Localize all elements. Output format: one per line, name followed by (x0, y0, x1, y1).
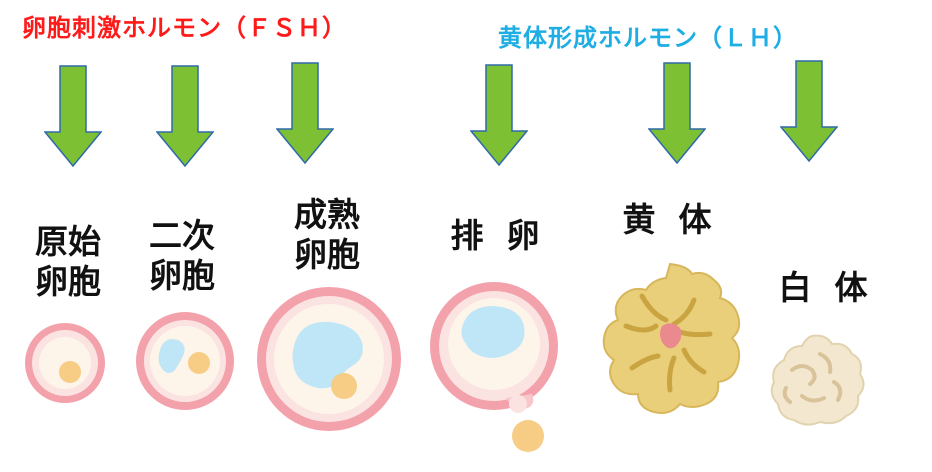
mature-follicle-illustration (257, 287, 401, 431)
down-arrow-icon (780, 60, 838, 162)
stage-label-mature: 成熟 卵胞 (294, 195, 360, 274)
fsh-heading: 卵胞刺激ホルモン（ＦＳＨ） (22, 14, 347, 42)
down-arrow-icon (470, 64, 528, 166)
corpus-luteum-illustration (602, 262, 741, 414)
stage-label-primordial: 原始 卵胞 (35, 222, 101, 301)
stage-label-corpus-albicans: 白 体 (778, 268, 868, 307)
down-arrow-icon (276, 62, 334, 164)
stage-label-secondary: 二次 卵胞 (149, 216, 215, 295)
down-arrow-icon (44, 65, 102, 167)
stage-label-ovulation: 排 卵 (450, 216, 540, 255)
corpus-albicans-illustration (770, 334, 865, 426)
down-arrow-icon (156, 65, 214, 167)
primordial-follicle-illustration (25, 323, 105, 403)
ovulation-illustration (430, 282, 558, 452)
down-arrow-icon (648, 62, 706, 164)
stage-label-corpus-luteum: 黄 体 (622, 200, 712, 239)
lh-heading: 黄体形成ホルモン（ＬＨ） (498, 24, 798, 52)
secondary-follicle-illustration (136, 312, 234, 410)
